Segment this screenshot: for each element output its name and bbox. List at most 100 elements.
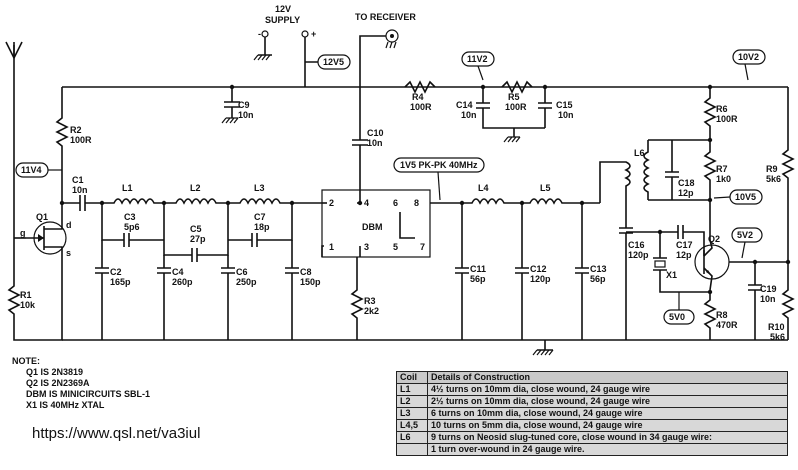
svg-text:100R: 100R bbox=[716, 114, 738, 124]
svg-text:2k2: 2k2 bbox=[364, 306, 379, 316]
tag-11v4: 11V4 bbox=[15, 162, 62, 178]
note-line: Q2 IS 2N2369A bbox=[26, 378, 90, 388]
svg-text:4: 4 bbox=[364, 198, 369, 208]
svg-text:100R: 100R bbox=[70, 135, 92, 145]
svg-text:R9: R9 bbox=[766, 164, 778, 174]
svg-text:10n: 10n bbox=[238, 110, 254, 120]
resistor-r2: R2 100R bbox=[55, 87, 92, 200]
coil-name: L1 bbox=[396, 383, 428, 396]
table-header-row: Coil Details of Construction bbox=[396, 371, 788, 384]
table-row: L6 9 turns on Neosid slug-tuned core, cl… bbox=[396, 431, 788, 444]
svg-text:3: 3 bbox=[364, 242, 369, 252]
svg-text:d: d bbox=[66, 220, 72, 230]
svg-text:R2: R2 bbox=[70, 125, 82, 135]
svg-text:C19: C19 bbox=[760, 284, 777, 294]
resistor-r9: R9 5k6 bbox=[762, 86, 795, 262]
capacitor-c1: C1 10n bbox=[59, 175, 102, 211]
svg-text:C16: C16 bbox=[628, 240, 645, 250]
coil-name: L3 bbox=[396, 407, 428, 420]
tag-10v5: 10V5 bbox=[713, 189, 763, 205]
svg-text:8: 8 bbox=[414, 198, 419, 208]
svg-text:5V0: 5V0 bbox=[669, 312, 685, 322]
capacitor-c2: C2 165p bbox=[95, 240, 131, 340]
table-row: L3 6 turns on 10mm dia, close wound, 24 … bbox=[396, 407, 788, 420]
svg-text:10k: 10k bbox=[20, 300, 36, 310]
supply-plus-label: + bbox=[311, 29, 316, 39]
svg-text:250p: 250p bbox=[236, 277, 257, 287]
tag-pk-pk: 1V5 PK-PK 40MHz bbox=[393, 157, 485, 201]
svg-text:C12: C12 bbox=[530, 264, 547, 274]
supply-minus-label: - bbox=[258, 29, 261, 39]
svg-text:12V5: 12V5 bbox=[323, 57, 344, 67]
inductor-l5: L5 bbox=[522, 183, 600, 205]
svg-text:C4: C4 bbox=[172, 267, 184, 277]
coil-details: 1 turn over-wound in 24 gauge wire. bbox=[427, 443, 788, 456]
svg-text:Q1: Q1 bbox=[36, 212, 48, 222]
notes-heading: NOTE: bbox=[12, 356, 40, 366]
svg-text:R1: R1 bbox=[20, 290, 32, 300]
svg-text:12p: 12p bbox=[676, 250, 692, 260]
coil-name: L2 bbox=[396, 395, 428, 408]
resistor-r7: R7 1k0 bbox=[703, 140, 731, 240]
svg-text:120p: 120p bbox=[530, 274, 551, 284]
svg-text:C1: C1 bbox=[72, 175, 84, 185]
svg-text:C5: C5 bbox=[190, 224, 202, 234]
svg-text:100R: 100R bbox=[505, 102, 527, 112]
svg-text:260p: 260p bbox=[172, 277, 193, 287]
resistor-r1: R1 10k bbox=[7, 220, 63, 341]
table-row: L4,5 10 turns on 5mm dia, close wound, 2… bbox=[396, 419, 788, 432]
note-line: X1 IS 40MHz XTAL bbox=[26, 400, 105, 410]
tag-10v2: 10V2 bbox=[732, 49, 766, 81]
svg-text:C9: C9 bbox=[238, 100, 250, 110]
capacitor-c17: C17 12p bbox=[626, 225, 705, 260]
capacitor-c12: C12 120p bbox=[515, 203, 551, 340]
svg-text:5k6: 5k6 bbox=[770, 332, 785, 342]
inductor-l3: L3 bbox=[228, 183, 322, 205]
supply-label-supply: SUPPLY bbox=[265, 15, 300, 25]
source-url: https://www.qsl.net/va3iul bbox=[32, 425, 201, 442]
svg-text:11V2: 11V2 bbox=[467, 54, 488, 64]
capacitor-c9: C9 10n bbox=[221, 84, 254, 124]
svg-text:10n: 10n bbox=[367, 138, 383, 148]
table-row: 1 turn over-wound in 24 gauge wire. bbox=[396, 443, 788, 456]
svg-text:R10: R10 bbox=[768, 322, 785, 332]
header-details: Details of Construction bbox=[427, 371, 788, 384]
capacitor-c10: C10 10n bbox=[352, 128, 384, 203]
svg-text:C10: C10 bbox=[367, 128, 384, 138]
svg-text:R4: R4 bbox=[412, 92, 424, 102]
capacitor-c16: C16 120p bbox=[619, 203, 649, 340]
inductor-l1: L1 bbox=[102, 183, 164, 205]
capacitor-c11: C11 56p bbox=[455, 203, 486, 340]
capacitor-c7: C7 18p bbox=[228, 203, 293, 247]
resistor-r8: R8 470R bbox=[703, 290, 738, 340]
svg-text:C6: C6 bbox=[236, 267, 248, 277]
svg-text:C15: C15 bbox=[556, 100, 573, 110]
svg-text:18p: 18p bbox=[254, 222, 270, 232]
svg-text:10V2: 10V2 bbox=[738, 52, 759, 62]
resistor-r5: R5 100R bbox=[501, 80, 533, 112]
capacitor-c6: C6 250p bbox=[221, 255, 257, 340]
capacitor-c14: C14 10n bbox=[456, 84, 545, 129]
inductor-l2: L2 bbox=[164, 183, 228, 205]
svg-text:11V4: 11V4 bbox=[21, 165, 42, 175]
capacitor-c4: C4 260p bbox=[157, 255, 193, 340]
svg-text:X1: X1 bbox=[666, 270, 677, 280]
svg-text:R3: R3 bbox=[364, 296, 376, 306]
tag-11v2: 11V2 bbox=[461, 51, 495, 81]
coil-details: 2½ turns on 10mm dia, close wound, 24 ga… bbox=[427, 395, 788, 408]
svg-text:C11: C11 bbox=[470, 264, 486, 274]
svg-text:1: 1 bbox=[329, 242, 334, 252]
svg-text:C3: C3 bbox=[124, 212, 136, 222]
capacitor-c19: C19 10n bbox=[748, 262, 777, 340]
notes-block: NOTE: Q1 IS 2N3819 Q2 IS 2N2369A DBM IS … bbox=[12, 356, 150, 411]
to-receiver-label: TO RECEIVER bbox=[355, 12, 416, 22]
table-row: L2 2½ turns on 10mm dia, close wound, 24… bbox=[396, 395, 788, 408]
header-coil: Coil bbox=[396, 371, 428, 384]
transistor-q2: Q2 bbox=[694, 234, 788, 291]
coil-construction-table: Coil Details of Construction L1 4½ turns… bbox=[396, 371, 788, 456]
svg-text:R5: R5 bbox=[508, 92, 520, 102]
coil-name bbox=[396, 443, 428, 456]
transistor-q1: Q1 g d s bbox=[14, 200, 72, 290]
resistor-r6: R6 100R bbox=[703, 84, 738, 140]
